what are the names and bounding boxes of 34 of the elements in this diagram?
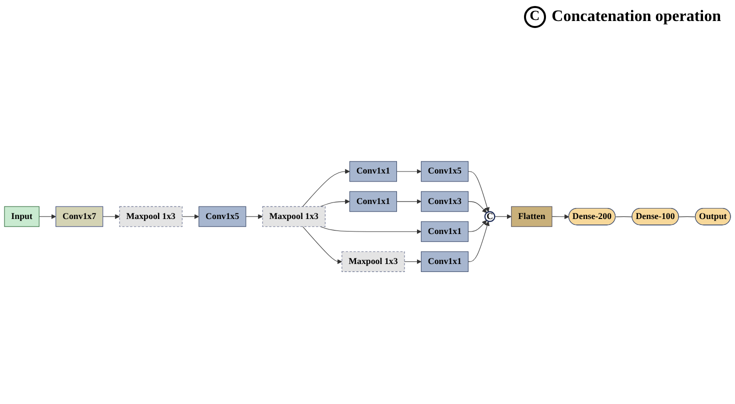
node-box: Conv1x1 <box>420 252 468 272</box>
node-box: Conv1x7 <box>56 206 104 228</box>
node-box: Flatten <box>511 206 552 228</box>
legend-text: Concatenation operation <box>552 8 721 26</box>
node-box: Conv1x5 <box>198 206 246 228</box>
arrow <box>468 221 490 262</box>
arrow <box>102 214 120 220</box>
node-box: Conv1x1 <box>420 222 468 242</box>
arrow <box>302 226 342 265</box>
arrow <box>320 200 350 208</box>
connector <box>678 216 696 218</box>
arrow <box>552 214 570 220</box>
node-box: Conv1x1 <box>349 162 397 182</box>
node-box: Maxpool 1x3 <box>119 206 182 228</box>
connector <box>615 216 633 218</box>
arrow <box>468 202 487 214</box>
node-box: Conv1x3 <box>420 192 468 212</box>
node-box: Maxpool 1x3 <box>342 252 405 272</box>
arrow <box>396 169 422 174</box>
arrow <box>404 260 422 265</box>
node-box: Maxpool 1x3 <box>262 206 326 228</box>
node-circle: C <box>484 212 496 222</box>
arrow <box>494 214 512 220</box>
concatenation-symbol-icon: C <box>524 6 546 28</box>
node-box: Input <box>4 206 40 228</box>
arrow <box>468 220 487 232</box>
arrow <box>396 200 422 204</box>
arrow <box>246 214 263 220</box>
node-box: Conv1x5 <box>420 162 468 182</box>
arrow <box>468 172 490 213</box>
node-box: Conv1x1 <box>349 192 397 212</box>
arrow <box>302 169 350 208</box>
arrow <box>182 214 200 220</box>
arrow <box>38 214 56 220</box>
